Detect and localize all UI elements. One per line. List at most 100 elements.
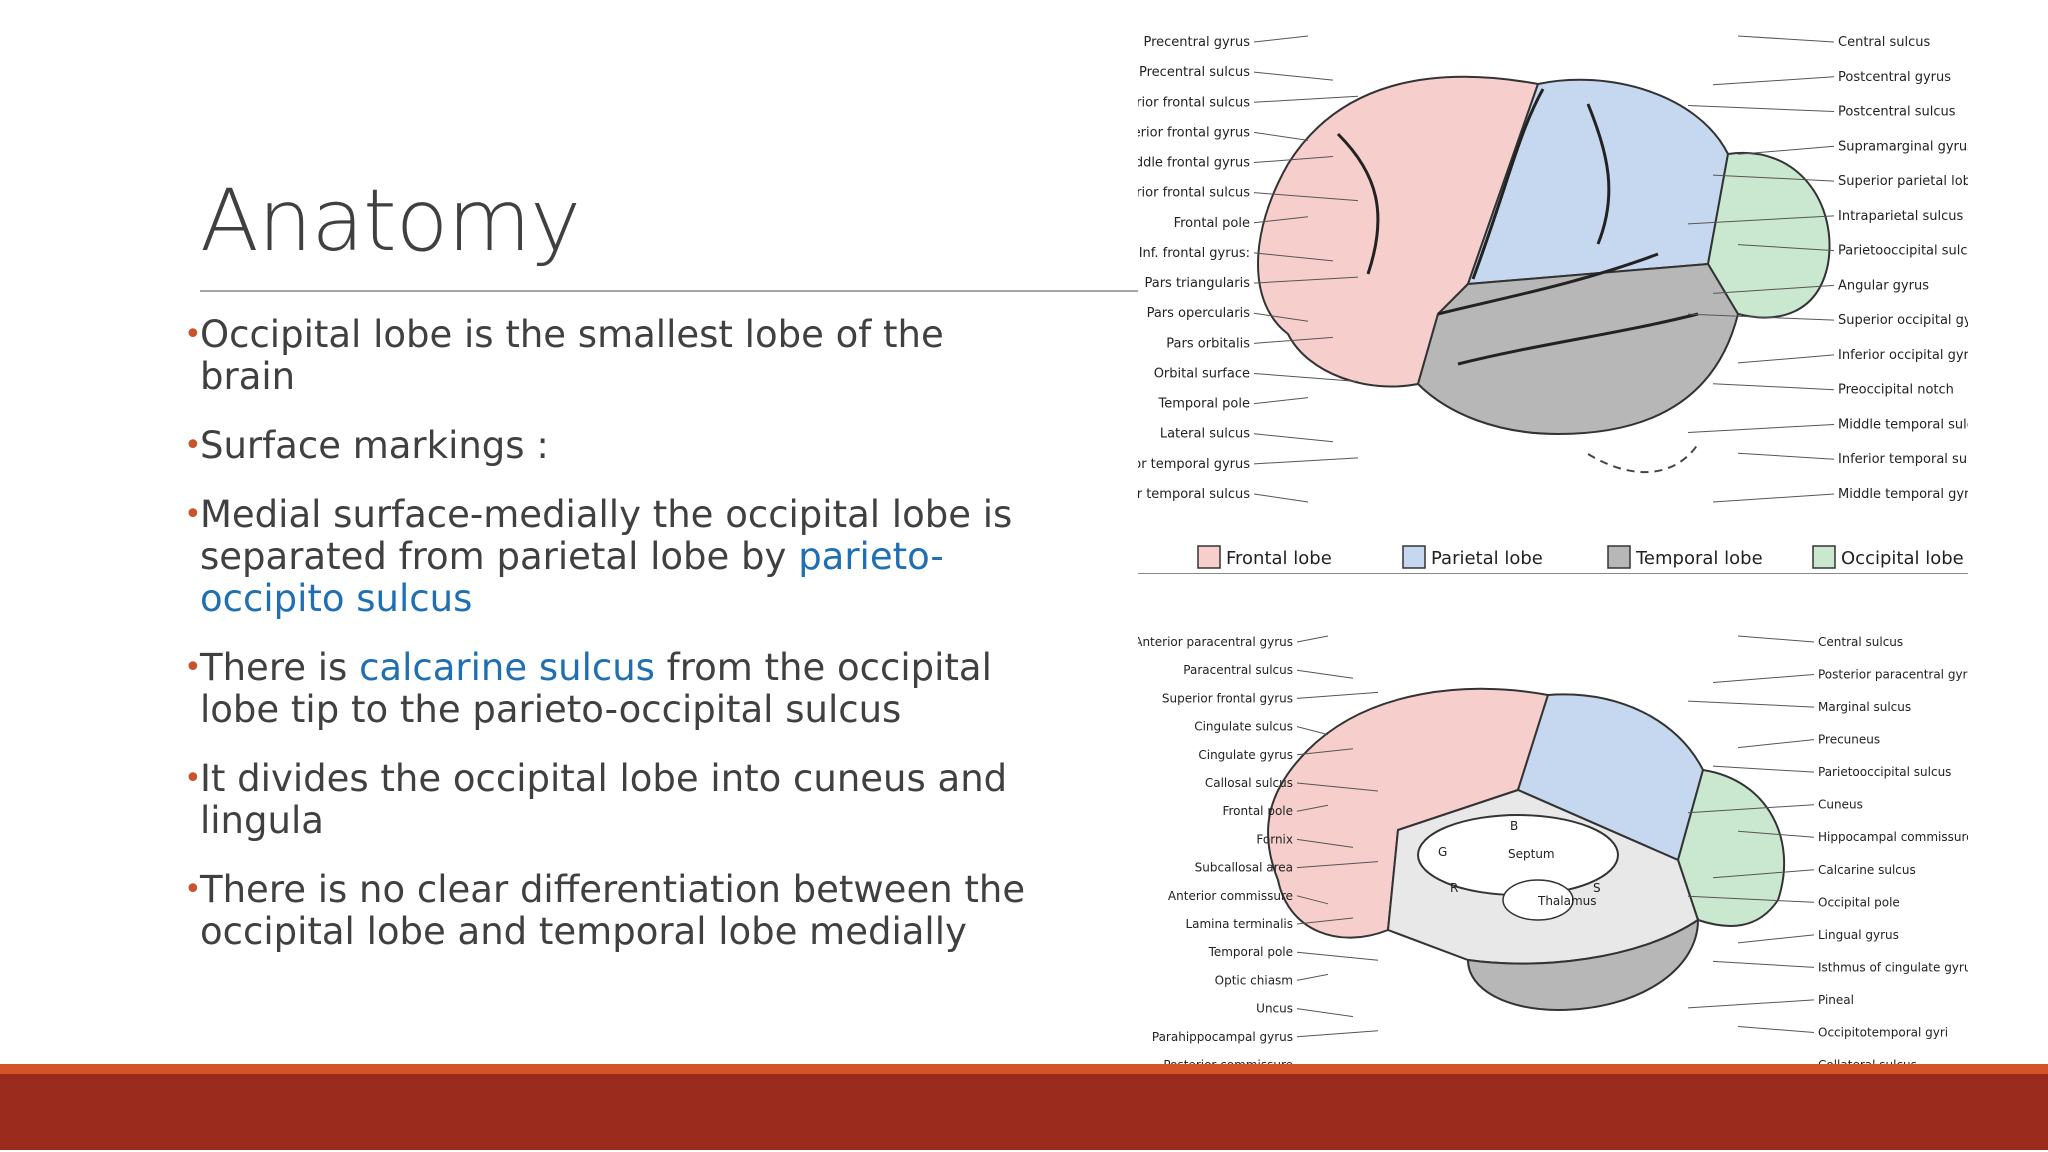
lateral-preoccipital-notch <box>1587 443 1699 474</box>
figure-label: Middle frontal gyrus <box>1138 156 1250 171</box>
figure-label: Superior frontal gyrus <box>1138 125 1250 140</box>
leader-line <box>1737 452 1835 460</box>
hyperlink-text[interactable]: calcarine sulcus <box>359 646 655 689</box>
figure-label: Orbital surface <box>1154 366 1250 381</box>
bullet-icon: • <box>184 650 202 685</box>
leader-line <box>1253 95 1359 103</box>
legend-swatch <box>1197 545 1221 569</box>
leader-line <box>1712 174 1835 182</box>
leader-line <box>1253 372 1359 382</box>
figure-label: Isthmus of cingulate gyrus <box>1818 960 1968 974</box>
figure-inner-label: G <box>1438 845 1447 859</box>
leader-line <box>1296 669 1354 679</box>
figure-label: Inferior frontal sulcus <box>1138 186 1250 201</box>
leader-line <box>1296 1008 1354 1018</box>
figure-label: Frontal pole <box>1222 804 1293 818</box>
lateral-sulcus-frontal <box>1336 132 1380 275</box>
figure-label: Superior frontal sulcus <box>1138 95 1250 110</box>
leader-line <box>1253 192 1359 202</box>
leader-line <box>1687 105 1835 113</box>
leader-line <box>1253 276 1359 284</box>
bullet-item: •It divides the occipital lobe into cune… <box>184 758 1044 842</box>
figure-inner-label: Septum <box>1508 847 1555 861</box>
leader-line <box>1737 830 1815 838</box>
figure-label: Central sulcus <box>1838 35 1930 50</box>
leader-line <box>1296 838 1354 848</box>
figure-label: Inferior temporal sulcus <box>1838 452 1968 467</box>
figure-label: Precentral sulcus <box>1139 65 1250 80</box>
leader-line <box>1253 252 1334 262</box>
leader-line <box>1296 973 1329 981</box>
figure-label: Precuneus <box>1818 733 1880 747</box>
figure-label: Pars triangularis <box>1144 276 1250 291</box>
figure-label: Inferior occipital gyrus <box>1838 348 1968 363</box>
figure-label: Lamina terminalis <box>1185 917 1293 931</box>
figure-label: Posterior paracentral gyrus <box>1818 668 1968 682</box>
leader-line <box>1687 313 1835 321</box>
leader-line <box>1253 131 1309 141</box>
figure-label: Marginal sulcus <box>1818 700 1911 714</box>
title-divider <box>200 290 1140 292</box>
figure-label: Pars opercularis <box>1147 306 1251 321</box>
figure-label: Cingulate gyrus <box>1198 748 1293 762</box>
figure-label: Postcentral gyrus <box>1838 70 1951 85</box>
figure-label: Inf. frontal gyrus: <box>1139 246 1250 261</box>
figure-inner-label: R <box>1450 881 1458 895</box>
figure-label: Uncus <box>1256 1002 1293 1016</box>
leader-line <box>1253 493 1309 503</box>
figure-label: Parietooccipital sulcus <box>1818 765 1951 779</box>
figure-inner-label: Thalamus <box>1537 894 1597 908</box>
figure-label: Central sulcus <box>1818 635 1903 649</box>
figure-label: Pars orbitalis <box>1166 336 1250 351</box>
medial-occipital-lobe <box>1676 768 1786 927</box>
legend-label: Temporal lobe <box>1635 548 1763 569</box>
figure-label: Fornix <box>1256 832 1293 846</box>
lateral-temporal-lobe <box>1416 262 1740 436</box>
leader-line <box>1737 1025 1815 1033</box>
figure-label: Superior occipital gyrus <box>1838 313 1968 328</box>
figure-label: Cuneus <box>1818 798 1863 812</box>
lateral-sulcus-parietal <box>1586 103 1611 245</box>
bullet-icon: • <box>184 761 202 796</box>
leader-line <box>1296 895 1329 905</box>
medial-thalamus <box>1502 879 1574 921</box>
leader-line <box>1712 493 1835 503</box>
leader-line <box>1253 156 1334 164</box>
leader-line <box>1296 691 1379 699</box>
leader-line <box>1296 917 1354 925</box>
bullet-text: Medial surface-medially the occipital lo… <box>200 493 1013 578</box>
bullet-icon: • <box>184 497 202 532</box>
bullet-item: •Medial surface-medially the occipital l… <box>184 494 1044 620</box>
legend-swatch <box>1812 545 1836 569</box>
lateral-sylvian-fissure <box>1437 252 1659 316</box>
bullet-icon: • <box>184 428 202 463</box>
leader-line <box>1712 76 1835 86</box>
legend-swatch <box>1402 545 1426 569</box>
legend-swatch <box>1607 545 1631 569</box>
leader-line <box>1253 336 1334 344</box>
bullet-icon: • <box>184 872 202 907</box>
leader-line <box>1687 999 1815 1009</box>
lateral-central-sulcus <box>1471 88 1545 280</box>
figure-label: Precentral gyrus <box>1143 35 1250 50</box>
legend-label: Occipital lobe <box>1841 548 1964 569</box>
leader-line <box>1687 895 1815 903</box>
leader-line <box>1253 312 1309 322</box>
leader-line <box>1296 748 1354 756</box>
figure-label: Postcentral sulcus <box>1838 105 1956 120</box>
leader-line <box>1253 457 1359 465</box>
leader-line <box>1253 433 1334 443</box>
leader-line <box>1687 423 1835 433</box>
leader-line <box>1712 765 1815 773</box>
figure-label: Superior temporal sulcus <box>1138 487 1250 502</box>
figure-label: Lingual gyrus <box>1818 928 1899 942</box>
leader-line <box>1737 35 1835 43</box>
figure-label: Optic chiasm <box>1215 973 1293 987</box>
leader-line <box>1296 635 1329 643</box>
figure-label: Anterior paracentral gyrus <box>1138 635 1293 649</box>
hyperlink-text[interactable]: parieto-occipito sulcus <box>200 535 944 620</box>
legend-label: Parietal lobe <box>1431 548 1543 569</box>
footer-edge <box>0 1150 2048 1152</box>
